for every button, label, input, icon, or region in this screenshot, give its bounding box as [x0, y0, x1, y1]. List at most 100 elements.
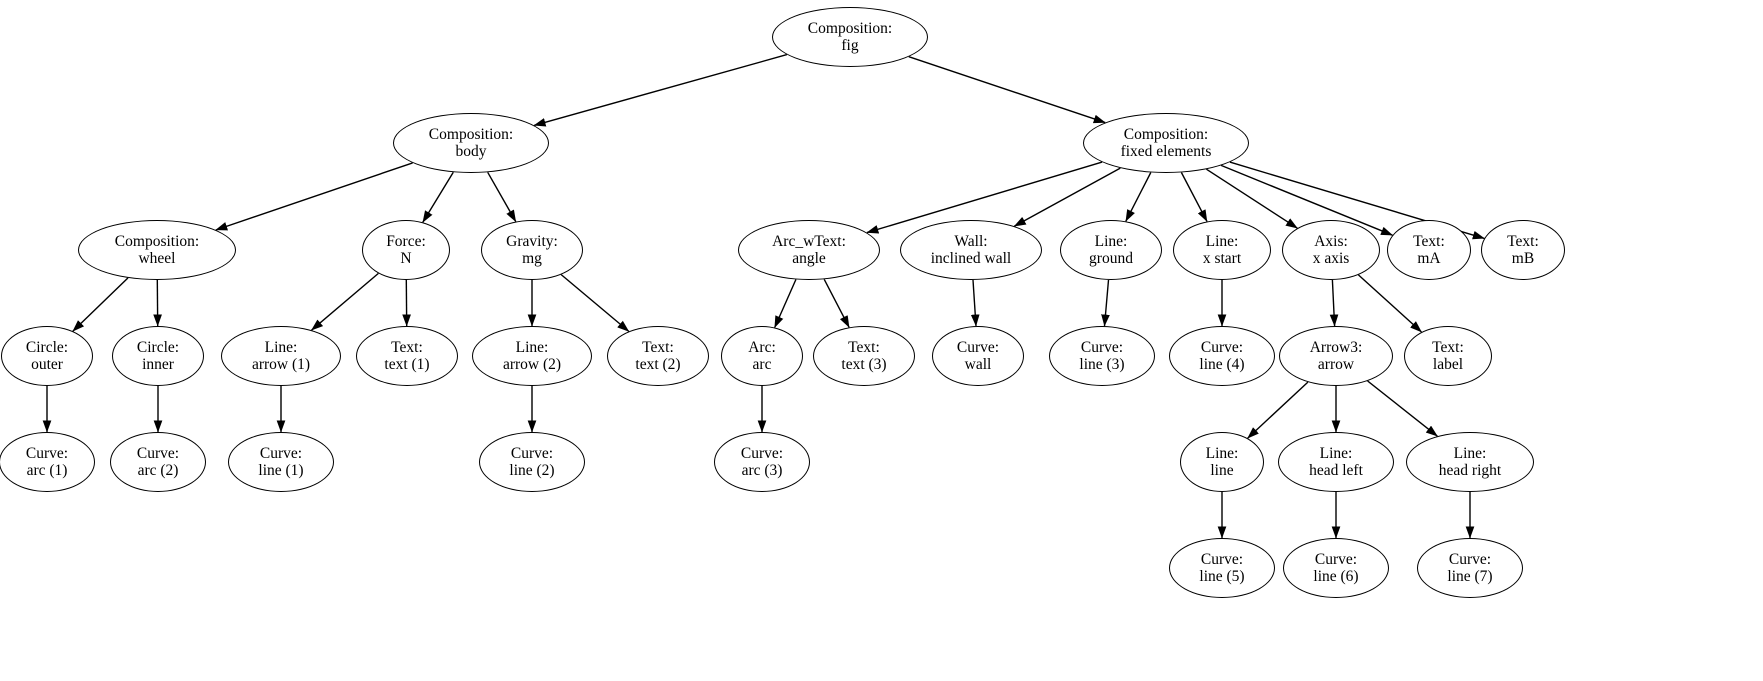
node-label-name: outer — [31, 356, 63, 373]
graph-node-line_headr[interactable]: Line:head right — [1406, 432, 1534, 492]
node-label-type: Curve: — [956, 338, 1000, 356]
node-label-type: Text: — [1507, 232, 1539, 250]
node-label-name: text (3) — [841, 356, 887, 373]
node-label-type: Curve: — [1200, 338, 1244, 356]
node-label-type: Wall: — [954, 232, 988, 250]
node-label-name: fixed elements — [1120, 143, 1212, 160]
graph-edge-wheel-to-circle_outer — [72, 277, 129, 332]
node-label-type: Line: — [1205, 232, 1239, 250]
node-label-name: arc — [752, 356, 772, 373]
node-label-type: Line: — [1205, 444, 1239, 462]
graph-edge-fig-to-fixed — [908, 56, 1106, 124]
node-label-type: Text: — [391, 338, 423, 356]
node-label-type: Text: — [642, 338, 674, 356]
graph-node-wall[interactable]: Wall:inclined wall — [900, 220, 1042, 280]
node-label-name: arc (3) — [741, 462, 783, 479]
graph-node-line_headl[interactable]: Line:head left — [1278, 432, 1394, 492]
graph-node-line_ground[interactable]: Line:ground — [1060, 220, 1162, 280]
node-label-name: arrow — [1317, 356, 1355, 373]
node-label-type: Circle: — [25, 338, 69, 356]
node-label-name: label — [1432, 356, 1464, 373]
node-label-type: Curve: — [740, 444, 784, 462]
graph-node-force_n[interactable]: Force:N — [362, 220, 450, 280]
node-label-name: line (5) — [1199, 568, 1245, 585]
node-label-type: Curve: — [510, 444, 554, 462]
graph-node-circle_outer[interactable]: Circle:outer — [1, 326, 93, 386]
graph-edge-fixed-to-arc_wtext — [866, 161, 1103, 234]
graph-node-curve_wall[interactable]: Curve:wall — [932, 326, 1024, 386]
node-label-name: arrow (2) — [502, 356, 562, 373]
graph-node-line_arrow2[interactable]: Line:arrow (2) — [472, 326, 592, 386]
graph-node-fixed[interactable]: Composition:fixed elements — [1083, 113, 1249, 173]
node-label-name: line (7) — [1447, 568, 1493, 585]
graph-node-text_text3[interactable]: Text:text (3) — [813, 326, 915, 386]
graph-edge-arrow3-to-line_line — [1247, 381, 1309, 439]
graph-node-arc_arc[interactable]: Arc:arc — [721, 326, 803, 386]
graph-edge-axis_xaxis-to-arrow3 — [1329, 279, 1339, 327]
graph-node-wheel[interactable]: Composition:wheel — [78, 220, 236, 280]
node-label-type: Line: — [515, 338, 549, 356]
graph-node-curve_line4[interactable]: Curve:line (4) — [1169, 326, 1275, 386]
graph-edge-fixed-to-line_xstart — [1180, 172, 1208, 222]
graph-node-curve_line2[interactable]: Curve:line (2) — [479, 432, 585, 492]
node-label-name: fig — [841, 37, 859, 54]
node-label-name: line (4) — [1199, 356, 1245, 373]
graph-node-text_mb[interactable]: Text:mB — [1481, 220, 1565, 280]
node-label-name: arc (1) — [26, 462, 68, 479]
edge-group — [42, 53, 1485, 539]
graph-node-curve_line3[interactable]: Curve:line (3) — [1049, 326, 1155, 386]
graph-node-arc_wtext[interactable]: Arc_wText:angle — [738, 220, 880, 280]
graph-edge-body-to-force_n — [422, 171, 454, 223]
graph-node-curve_arc1[interactable]: Curve:arc (1) — [0, 432, 95, 492]
node-label-type: Text: — [848, 338, 880, 356]
node-label-name: line (6) — [1313, 568, 1359, 585]
node-label-type: Curve: — [1080, 338, 1124, 356]
graph-node-curve_arc2[interactable]: Curve:arc (2) — [110, 432, 206, 492]
graph-edge-arc_wtext-to-arc_arc — [774, 279, 797, 329]
graph-edge-fixed-to-line_ground — [1125, 172, 1152, 222]
graph-node-text_text1[interactable]: Text:text (1) — [356, 326, 458, 386]
graph-node-curve_line5[interactable]: Curve:line (5) — [1169, 538, 1275, 598]
graph-node-fig[interactable]: Composition:fig — [772, 7, 928, 67]
node-label-type: Arc: — [748, 338, 776, 356]
graph-node-text_label[interactable]: Text:label — [1404, 326, 1492, 386]
node-label-name: mg — [522, 250, 542, 267]
node-label-type: Text: — [1413, 232, 1445, 250]
node-label-type: Text: — [1432, 338, 1464, 356]
graph-edge-fixed-to-text_ma — [1220, 164, 1394, 236]
graph-node-line_xstart[interactable]: Line:x start — [1173, 220, 1271, 280]
node-label-type: Axis: — [1314, 232, 1348, 250]
node-label-name: text (2) — [635, 356, 681, 373]
node-label-type: Curve: — [25, 444, 69, 462]
graph-edge-axis_xaxis-to-text_label — [1357, 274, 1422, 333]
node-label-type: Arrow3: — [1309, 338, 1363, 356]
graph-node-gravity_mg[interactable]: Gravity:mg — [481, 220, 583, 280]
node-label-type: Line: — [1453, 444, 1487, 462]
graph-node-axis_xaxis[interactable]: Axis:x axis — [1282, 220, 1380, 280]
graph-edge-force_n-to-line_arrow1 — [311, 272, 379, 331]
graph-node-line_line[interactable]: Line:line — [1180, 432, 1264, 492]
graph-node-arrow3[interactable]: Arrow3:arrow — [1279, 326, 1393, 386]
node-label-type: Curve: — [1314, 550, 1358, 568]
graph-node-curve_line7[interactable]: Curve:line (7) — [1417, 538, 1523, 598]
graph-node-circle_inner[interactable]: Circle:inner — [112, 326, 204, 386]
node-label-name: body — [455, 143, 487, 160]
graph-edge-body-to-wheel — [215, 162, 413, 231]
node-label-name: ground — [1089, 250, 1133, 267]
graph-node-curve_line1[interactable]: Curve:line (1) — [228, 432, 334, 492]
graph-node-body[interactable]: Composition:body — [393, 113, 549, 173]
graph-node-curve_line6[interactable]: Curve:line (6) — [1283, 538, 1389, 598]
node-label-name: head right — [1438, 462, 1502, 479]
node-label-name: inclined wall — [930, 250, 1012, 267]
node-label-name: x axis — [1312, 250, 1350, 267]
graph-edge-gravity_mg-to-text_text2 — [560, 274, 630, 332]
node-label-name: head left — [1309, 462, 1363, 479]
node-label-type: Curve: — [259, 444, 303, 462]
graph-node-text_ma[interactable]: Text:mA — [1387, 220, 1471, 280]
node-label-type: Circle: — [136, 338, 180, 356]
node-label-name: line — [1210, 462, 1234, 479]
graph-node-curve_arc3[interactable]: Curve:arc (3) — [714, 432, 810, 492]
graph-node-line_arrow1[interactable]: Line:arrow (1) — [221, 326, 341, 386]
graph-node-text_text2[interactable]: Text:text (2) — [607, 326, 709, 386]
